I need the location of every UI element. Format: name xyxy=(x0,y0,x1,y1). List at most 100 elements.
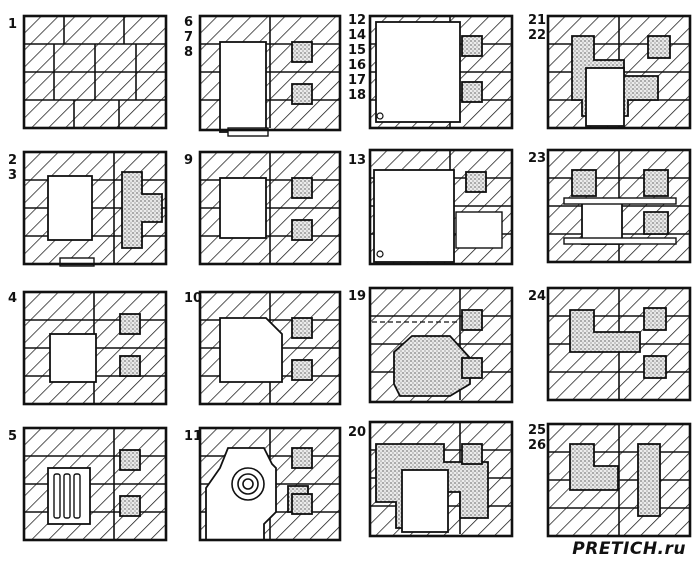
panel-label-line: 4 xyxy=(8,291,17,306)
panel-frame xyxy=(546,14,692,130)
panel-label-line: 3 xyxy=(8,168,17,183)
panel-label-line: 17 xyxy=(348,73,366,88)
ash-grate-slot xyxy=(73,473,81,519)
firebox-opening xyxy=(219,317,283,383)
panel-frame xyxy=(368,420,514,538)
panel-label: 1 xyxy=(8,17,17,32)
firebox-opening xyxy=(219,177,267,239)
cleanout-hole xyxy=(376,250,384,258)
panel-label-line: 21 xyxy=(528,13,546,28)
flue-channel xyxy=(643,355,667,379)
flue-channel xyxy=(461,35,483,57)
panel-label-line: 18 xyxy=(348,88,366,103)
panel-label-line: 5 xyxy=(8,429,17,444)
panel-5 xyxy=(22,426,168,542)
panel-frame xyxy=(368,286,514,404)
panel-label: 4 xyxy=(8,291,17,306)
panel-label-line: 6 xyxy=(184,15,193,30)
panel-label: 23 xyxy=(528,151,546,166)
panel-20 xyxy=(368,420,514,538)
door-frame xyxy=(59,257,95,267)
cleanout-hole xyxy=(376,112,384,120)
panel-label-line: 26 xyxy=(528,438,546,453)
watermark: PRETICH.ru xyxy=(572,539,686,559)
panel-label-line: 14 xyxy=(348,28,366,43)
firebox-opening xyxy=(585,67,625,127)
panel-25 xyxy=(546,422,692,538)
flue-channel xyxy=(461,309,483,331)
flue-channel xyxy=(647,35,671,59)
flue-channel xyxy=(461,357,483,379)
flue-channel xyxy=(291,219,313,241)
panel-label: 9 xyxy=(184,153,193,168)
flue-channel xyxy=(119,313,141,335)
panel-label-line: 2 xyxy=(8,153,17,168)
steel-strip xyxy=(563,237,677,245)
panel-23 xyxy=(546,148,692,264)
panel-9 xyxy=(198,150,342,266)
panel-label-line: 9 xyxy=(184,153,193,168)
door-frame xyxy=(455,211,503,249)
flue-channel xyxy=(465,171,487,193)
panel-frame xyxy=(198,426,342,542)
panel-13 xyxy=(368,148,514,266)
panel-label-line: 8 xyxy=(184,45,193,60)
smoke-channel xyxy=(121,171,163,249)
panel-label-line: 19 xyxy=(348,289,366,304)
panel-frame xyxy=(546,422,692,538)
panel-frame xyxy=(22,150,168,266)
panel-frame xyxy=(198,14,342,132)
panel-label-line: 7 xyxy=(184,30,193,45)
flue-channel xyxy=(291,359,313,381)
flue-channel xyxy=(291,493,313,515)
panel-label: 11 xyxy=(184,429,202,444)
smoke-channel xyxy=(393,335,471,397)
door-frame xyxy=(227,127,269,137)
flue-channel xyxy=(461,81,483,103)
panel-frame xyxy=(546,148,692,264)
panel-frame xyxy=(546,286,692,402)
flue-channel xyxy=(291,317,313,339)
panel-label: 24 xyxy=(528,289,546,304)
flue-channel xyxy=(643,307,667,331)
ash-grate-slot xyxy=(53,473,61,519)
panel-label-line: 16 xyxy=(348,58,366,73)
firebox-opening xyxy=(401,469,449,533)
firebox-opening xyxy=(219,41,267,133)
panel-label: 13 xyxy=(348,153,366,168)
panel-frame xyxy=(22,290,168,406)
panel-6 xyxy=(198,14,342,137)
flue-channel xyxy=(461,443,483,465)
flue-channel xyxy=(571,169,597,197)
firebox-opening xyxy=(375,21,461,123)
flue-channel xyxy=(643,169,669,197)
flue-channel xyxy=(119,449,141,471)
firebox-opening xyxy=(373,169,455,263)
flue-channel xyxy=(291,177,313,199)
panel-11 xyxy=(198,426,342,542)
smoke-channel xyxy=(569,309,641,353)
panel-10 xyxy=(198,290,342,406)
panel-21 xyxy=(546,14,692,130)
panel-frame xyxy=(198,150,342,266)
smoke-channel xyxy=(569,443,619,491)
panel-label-line: 1 xyxy=(8,17,17,32)
panel-19 xyxy=(368,286,514,404)
panel-label: 20 xyxy=(348,425,366,440)
panel-label-line: 10 xyxy=(184,291,202,306)
flue-channel xyxy=(291,83,313,105)
panel-label-line: 13 xyxy=(348,153,366,168)
panel-label-line: 22 xyxy=(528,28,546,43)
panel-label-line: 23 xyxy=(528,151,546,166)
panel-1 xyxy=(22,14,168,130)
flue-channel xyxy=(291,41,313,63)
panel-frame xyxy=(368,14,514,130)
panel-frame xyxy=(198,290,342,406)
panel-label-line: 25 xyxy=(528,423,546,438)
